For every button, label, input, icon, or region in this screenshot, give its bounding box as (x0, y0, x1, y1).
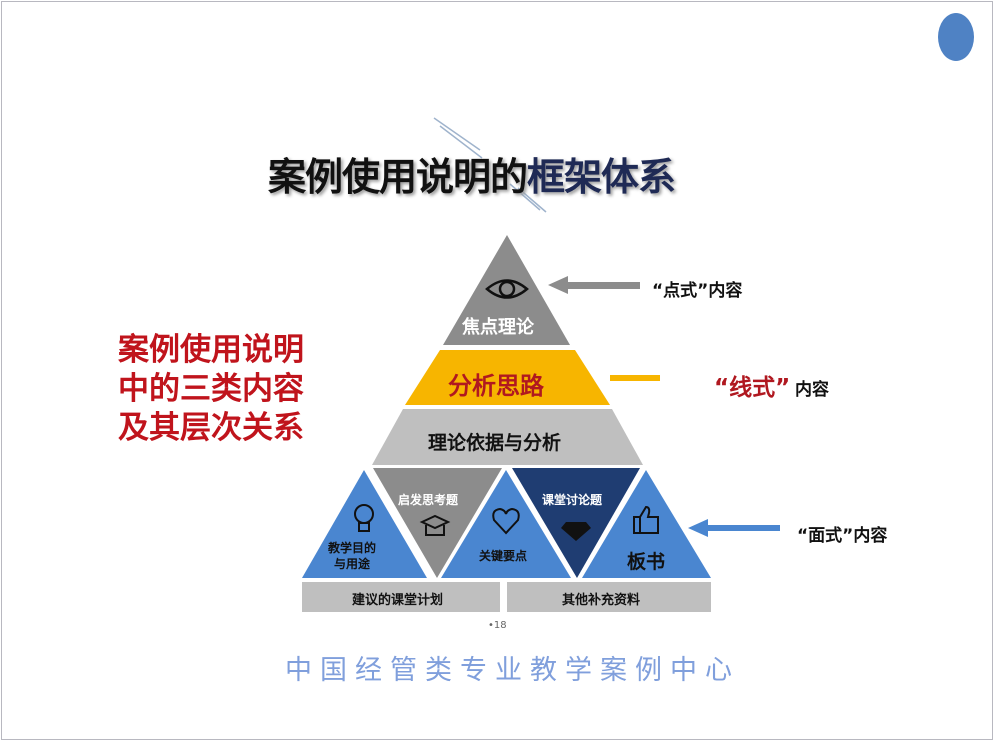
bar-right (507, 582, 711, 612)
left-text-line-2: 中的三类内容 (118, 371, 304, 407)
pyramid-middle (405, 350, 610, 405)
tri-1-label: 教学目的与用途 (328, 541, 377, 571)
tri-3 (441, 470, 571, 578)
tri-5-label: 板书 (627, 551, 666, 573)
tri-2-label: 启发思考题 (398, 493, 459, 507)
pyramid-top-label: 焦点理论 (462, 317, 534, 338)
pyramid-top (443, 235, 570, 345)
graduation-cap-icon (419, 514, 451, 536)
arrow-line (610, 375, 660, 381)
page-number: •18 (488, 620, 507, 631)
callout-line-quote: “线式” (714, 375, 791, 401)
corner-circle (938, 13, 974, 61)
arrow-point (548, 276, 640, 294)
pyramid-middle-label: 分析思路 (448, 372, 544, 400)
bar-right-label: 其他补充资料 (562, 593, 641, 608)
callout-surface: “面式”内容 (797, 526, 888, 546)
tri-2 (373, 468, 502, 578)
eye-icon (485, 279, 529, 299)
watermark: 中国经管类专业教学案例中心 (285, 655, 740, 686)
tri-3-label: 关键要点 (479, 549, 528, 563)
callout-point: “点式”内容 (652, 281, 743, 301)
tri-4-label: 课堂讨论题 (542, 493, 603, 507)
diamond-icon (561, 522, 591, 541)
page-title: 案例使用说明的框架体系 (268, 155, 676, 199)
tri-5 (582, 470, 711, 578)
bar-left (302, 582, 500, 612)
heart-icon (492, 507, 520, 535)
left-text-line-3: 及其层次关系 (118, 410, 304, 446)
callout-line-rest: 内容 (795, 380, 829, 400)
left-text-line-1: 案例使用说明 (118, 332, 304, 368)
pyramid-lower (372, 409, 643, 465)
lightbulb-icon (354, 504, 374, 532)
bar-left-label: 建议的课堂计划 (352, 593, 444, 608)
thumbs-up-icon (633, 505, 659, 534)
arrow-surface (688, 519, 780, 537)
pyramid-lower-label: 理论依据与分析 (428, 432, 562, 454)
decorative-lines (433, 117, 547, 213)
